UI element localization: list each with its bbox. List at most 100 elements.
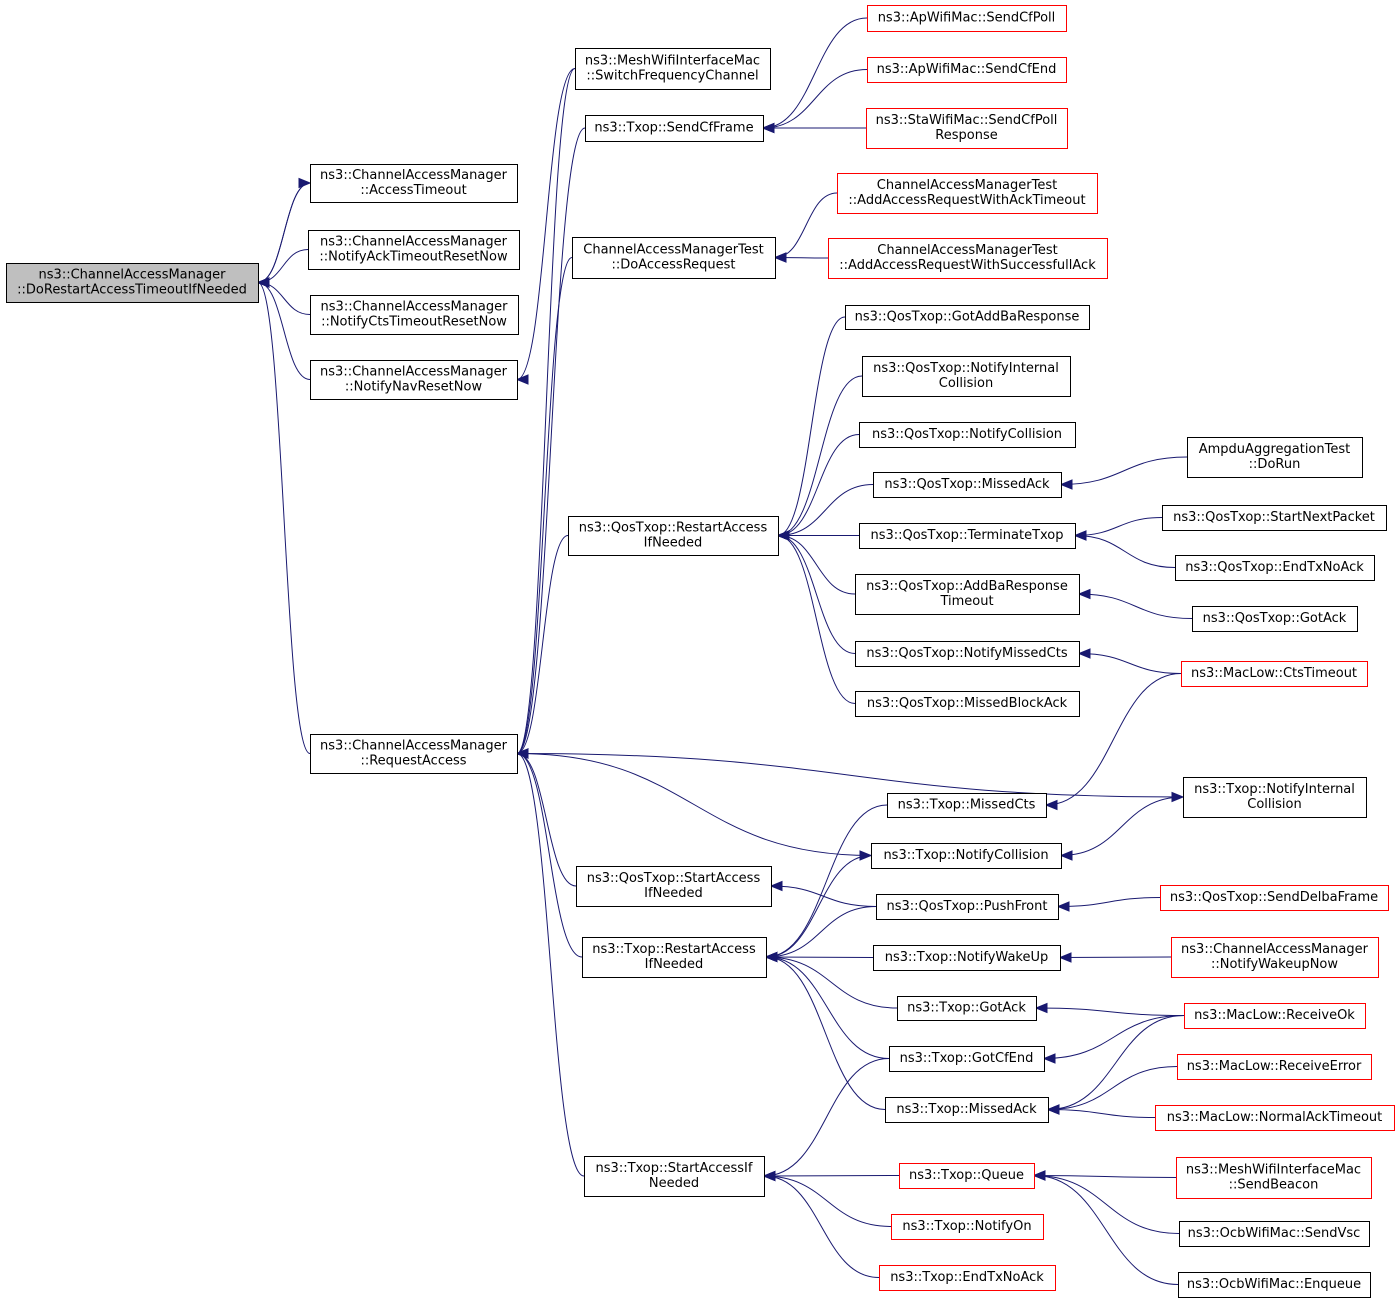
node-box[interactable]: [859, 422, 1076, 448]
node-box[interactable]: [308, 230, 520, 270]
node-box[interactable]: [859, 523, 1076, 549]
node-box[interactable]: [867, 5, 1067, 32]
node-box[interactable]: [1184, 1003, 1366, 1029]
node-box[interactable]: [1171, 937, 1379, 978]
node-qostxop-got-ack[interactable]: ns3::QosTxop::GotAck: [1192, 606, 1358, 632]
node-mesh-switch-freq[interactable]: ns3::MeshWifiInterfaceMac::SwitchFrequen…: [575, 48, 771, 90]
node-box[interactable]: [572, 237, 776, 279]
node-txop-end-tx-no-ack[interactable]: ns3::Txop::EndTxNoAck: [879, 1265, 1056, 1291]
node-box[interactable]: [575, 48, 771, 90]
node-cam-notify-nav-reset[interactable]: ns3::ChannelAccessManager::NotifyNavRese…: [310, 360, 518, 400]
node-apwifimac-send-cf-end[interactable]: ns3::ApWifiMac::SendCfEnd: [867, 57, 1067, 83]
node-qostxop-notify-missed-cts[interactable]: ns3::QosTxop::NotifyMissedCts: [855, 641, 1080, 667]
node-txop-missed-cts[interactable]: ns3::Txop::MissedCts: [887, 793, 1047, 818]
node-txop-got-ack[interactable]: ns3::Txop::GotAck: [897, 996, 1037, 1021]
node-box[interactable]: [837, 173, 1098, 214]
node-box[interactable]: [1176, 1157, 1372, 1199]
node-maclow-receive-error[interactable]: ns3::MacLow::ReceiveError: [1177, 1054, 1372, 1080]
node-box[interactable]: [582, 937, 767, 978]
node-box[interactable]: [310, 360, 518, 400]
node-box[interactable]: [310, 164, 518, 203]
node-txop-missed-ack[interactable]: ns3::Txop::MissedAck: [885, 1097, 1049, 1123]
node-txop-notify-on[interactable]: ns3::Txop::NotifyOn: [891, 1214, 1044, 1240]
node-qostxop-push-front[interactable]: ns3::QosTxop::PushFront: [876, 894, 1059, 920]
node-box[interactable]: [828, 238, 1108, 279]
node-box[interactable]: [873, 472, 1062, 498]
node-txop-notify-collision[interactable]: ns3::Txop::NotifyCollision: [871, 843, 1062, 869]
node-box[interactable]: [873, 945, 1061, 971]
node-qostxop-terminate-txop[interactable]: ns3::QosTxop::TerminateTxop: [859, 523, 1076, 549]
node-box[interactable]: [568, 516, 779, 556]
node-apwifimac-send-cf-poll[interactable]: ns3::ApWifiMac::SendCfPoll: [867, 5, 1067, 32]
node-box[interactable]: [310, 734, 518, 774]
node-box[interactable]: [862, 356, 1071, 397]
node-ampdu-test-do-run[interactable]: AmpduAggregationTest::DoRun: [1187, 437, 1363, 478]
node-box[interactable]: [1183, 777, 1367, 818]
node-box[interactable]: [885, 1097, 1049, 1123]
node-box[interactable]: [855, 574, 1080, 615]
node-box[interactable]: [585, 115, 764, 142]
node-box[interactable]: [855, 691, 1080, 717]
node-box[interactable]: [876, 894, 1059, 920]
node-box[interactable]: [845, 305, 1090, 330]
node-qostxop-missed-block-ack[interactable]: ns3::QosTxop::MissedBlockAck: [855, 691, 1080, 717]
node-cam-request-access[interactable]: ns3::ChannelAccessManager::RequestAccess: [310, 734, 518, 774]
node-qostxop-got-addba-response[interactable]: ns3::QosTxop::GotAddBaResponse: [845, 305, 1090, 330]
node-box[interactable]: [6, 263, 259, 303]
node-box[interactable]: [866, 108, 1068, 149]
node-camtest-add-ack-timeout[interactable]: ChannelAccessManagerTest::AddAccessReque…: [837, 173, 1098, 214]
node-qostxop-send-delba-frame[interactable]: ns3::QosTxop::SendDelbaFrame: [1160, 885, 1389, 911]
node-camtest-add-successful-ack[interactable]: ChannelAccessManagerTest::AddAccessReque…: [828, 238, 1108, 279]
node-txop-notify-wakeup[interactable]: ns3::Txop::NotifyWakeUp: [873, 945, 1061, 971]
node-qostxop-start-next-packet[interactable]: ns3::QosTxop::StartNextPacket: [1162, 505, 1387, 531]
node-box[interactable]: [1162, 505, 1387, 531]
node-box[interactable]: [871, 843, 1062, 869]
node-box[interactable]: [1179, 1221, 1370, 1247]
node-mesh-send-beacon[interactable]: ns3::MeshWifiInterfaceMac::SendBeacon: [1176, 1157, 1372, 1199]
node-maclow-normal-ack-timeout[interactable]: ns3::MacLow::NormalAckTimeout: [1155, 1105, 1395, 1131]
node-cam-notify-cts-timeout-reset[interactable]: ns3::ChannelAccessManager::NotifyCtsTime…: [310, 295, 519, 335]
node-cam-access-timeout[interactable]: ns3::ChannelAccessManager::AccessTimeout: [310, 164, 518, 203]
node-box[interactable]: [1187, 437, 1363, 478]
node-box[interactable]: [1178, 1272, 1371, 1298]
node-box[interactable]: [576, 866, 772, 907]
node-box[interactable]: [889, 1046, 1045, 1072]
node-maclow-receive-ok[interactable]: ns3::MacLow::ReceiveOk: [1184, 1003, 1366, 1029]
node-qostxop-notify-collision[interactable]: ns3::QosTxop::NotifyCollision: [859, 422, 1076, 448]
node-txop-queue[interactable]: ns3::Txop::Queue: [899, 1163, 1035, 1189]
node-box[interactable]: [867, 57, 1067, 83]
node-txop-got-cf-end[interactable]: ns3::Txop::GotCfEnd: [889, 1046, 1045, 1072]
node-qostxop-missed-ack[interactable]: ns3::QosTxop::MissedAck: [873, 472, 1062, 498]
node-ocb-enqueue[interactable]: ns3::OcbWifiMac::Enqueue: [1178, 1272, 1371, 1298]
node-box[interactable]: [1192, 606, 1358, 632]
node-box[interactable]: [879, 1265, 1056, 1291]
node-box[interactable]: [584, 1156, 765, 1197]
node-box[interactable]: [897, 996, 1037, 1021]
node-box[interactable]: [310, 295, 519, 335]
node-box[interactable]: [1175, 555, 1375, 581]
node-camtest-do-access-request[interactable]: ChannelAccessManagerTest::DoAccessReques…: [572, 237, 776, 279]
node-box[interactable]: [1177, 1054, 1372, 1080]
node-txop-send-cf-frame[interactable]: ns3::Txop::SendCfFrame: [585, 115, 764, 142]
node-root[interactable]: ns3::ChannelAccessManager::DoRestartAcce…: [6, 263, 259, 303]
node-ocb-send-vsc[interactable]: ns3::OcbWifiMac::SendVsc: [1179, 1221, 1370, 1247]
node-box[interactable]: [1160, 885, 1389, 911]
node-maclow-cts-timeout[interactable]: ns3::MacLow::CtsTimeout: [1181, 661, 1368, 687]
node-box[interactable]: [887, 793, 1047, 818]
node-qostxop-end-tx-no-ack[interactable]: ns3::QosTxop::EndTxNoAck: [1175, 555, 1375, 581]
node-box[interactable]: [1155, 1105, 1395, 1131]
node-box[interactable]: [1181, 661, 1368, 687]
node-box[interactable]: [855, 641, 1080, 667]
node-cam-notify-ack-timeout-reset[interactable]: ns3::ChannelAccessManager::NotifyAckTime…: [308, 230, 520, 270]
node-cam-notify-wakeup-now[interactable]: ns3::ChannelAccessManager::NotifyWakeupN…: [1171, 937, 1379, 978]
node-box[interactable]: [899, 1163, 1035, 1189]
node-box[interactable]: [891, 1214, 1044, 1240]
